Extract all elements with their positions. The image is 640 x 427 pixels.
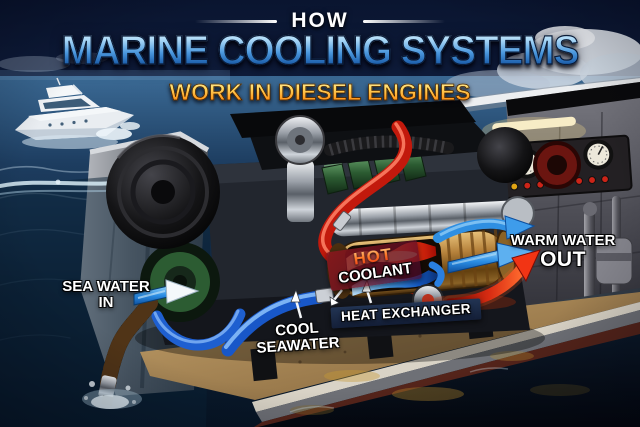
infographic-canvas: HOW MARINE COOLING SYSTEMS WORK IN DIESE… xyxy=(0,0,640,427)
scene-illustration xyxy=(0,0,640,427)
vignette xyxy=(0,0,640,427)
